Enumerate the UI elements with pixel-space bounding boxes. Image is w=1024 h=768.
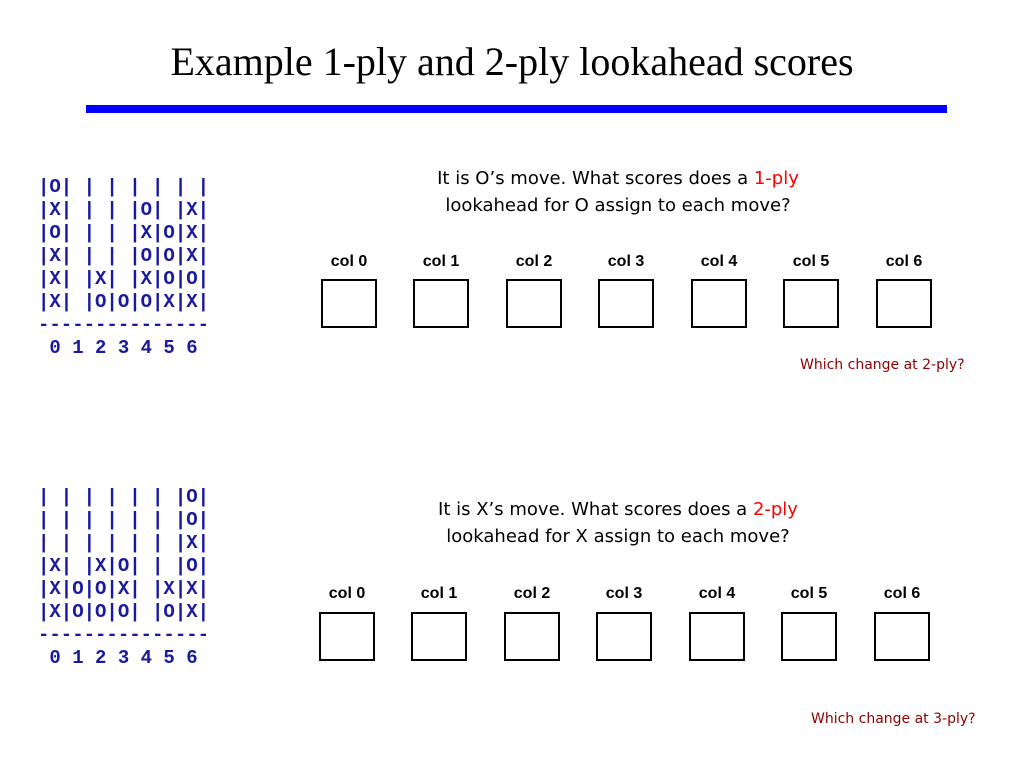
col-label: col 2	[513, 585, 551, 602]
col-label: col 0	[328, 585, 366, 602]
col-label: col 6	[885, 253, 923, 270]
score-box-col-1[interactable]	[413, 279, 469, 328]
board-row: |X| | | |O| |X|	[38, 199, 210, 221]
ply-depth: 2-ply	[752, 499, 798, 520]
board-example-2: | | | | | | |O| | | | | | | |O| | | | | …	[38, 486, 248, 670]
board-row: |X|O|O|O| |O|X|	[38, 601, 210, 623]
col-label: col 4	[700, 253, 738, 270]
score-box-col-0[interactable]	[321, 279, 377, 328]
board-row: | | | | | | |O|	[38, 509, 210, 531]
col-label: col 5	[792, 253, 830, 270]
board-row: |X| |O|O|O|X|X|	[38, 291, 210, 313]
score-box-col-0[interactable]	[319, 612, 375, 661]
board-row: |X| |X|O| | |O|	[38, 555, 210, 577]
score-box-col-2[interactable]	[504, 612, 560, 661]
board-separator: ---------------	[38, 624, 210, 646]
slide-title: Example 1-ply and 2-ply lookahead scores	[170, 39, 854, 84]
col-label: col 2	[515, 253, 553, 270]
score-box-col-3[interactable]	[598, 279, 654, 328]
question-line-1: It is X’s move. What scores does a 2-ply	[318, 496, 918, 523]
question-line-2: lookahead for O assign to each move?	[445, 195, 791, 216]
question-example-1: It is O’s move. What scores does a 1-ply…	[318, 165, 918, 219]
followup-question-1: Which change at 2-ply?	[800, 357, 965, 373]
score-box-col-4[interactable]	[689, 612, 745, 661]
question-example-2: It is X’s move. What scores does a 2-ply…	[318, 496, 918, 550]
board-row: | | | | | | |O|	[38, 486, 210, 508]
board-row: |X| | | |O|O|X|	[38, 245, 210, 267]
col-label: col 3	[605, 585, 643, 602]
col-label: col 0	[330, 253, 368, 270]
question-line-2: lookahead for X assign to each move?	[446, 526, 790, 547]
score-box-col-5[interactable]	[781, 612, 837, 661]
board-separator: ---------------	[38, 314, 210, 336]
board-row: |O| | | | | | |	[38, 176, 210, 198]
question-text: It is O’s move. What scores does a	[437, 168, 754, 189]
title-underline	[86, 105, 947, 113]
question-line-1: It is O’s move. What scores does a 1-ply	[318, 165, 918, 192]
score-box-col-6[interactable]	[874, 612, 930, 661]
board-column-numbers: 0 1 2 3 4 5 6	[38, 337, 198, 359]
ply-depth: 1-ply	[753, 168, 799, 189]
score-box-col-6[interactable]	[876, 279, 932, 328]
col-label: col 3	[607, 253, 645, 270]
question-text: It is X’s move. What scores does a	[438, 499, 753, 520]
score-box-col-1[interactable]	[411, 612, 467, 661]
score-box-col-5[interactable]	[783, 279, 839, 328]
board-row: |X|O|O|X| |X|X|	[38, 578, 210, 600]
score-box-col-3[interactable]	[596, 612, 652, 661]
score-box-col-2[interactable]	[506, 279, 562, 328]
board-row: |X| |X| |X|O|O|	[38, 268, 210, 290]
score-box-col-4[interactable]	[691, 279, 747, 328]
col-label: col 1	[422, 253, 460, 270]
board-example-1: |O| | | | | | | |X| | | |O| |X| |O| | | …	[38, 176, 248, 360]
board-column-numbers: 0 1 2 3 4 5 6	[38, 647, 198, 669]
board-row: | | | | | | |X|	[38, 532, 210, 554]
col-label: col 6	[883, 585, 921, 602]
followup-question-2: Which change at 3-ply?	[811, 711, 976, 727]
col-label: col 5	[790, 585, 828, 602]
board-row: |O| | | |X|O|X|	[38, 222, 210, 244]
col-label: col 1	[420, 585, 458, 602]
col-label: col 4	[698, 585, 736, 602]
